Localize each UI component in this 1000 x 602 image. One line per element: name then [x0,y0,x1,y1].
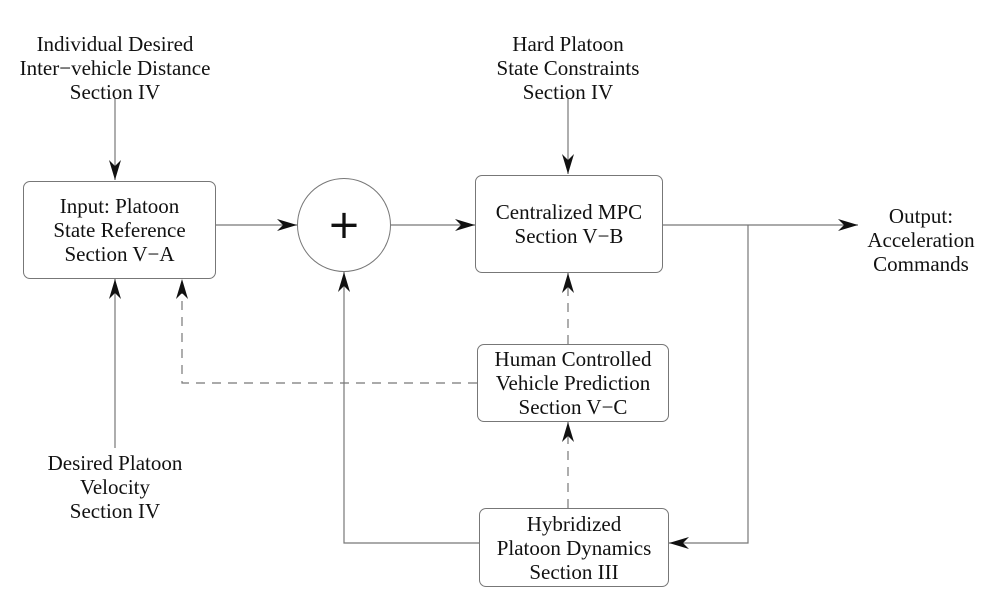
mpc-block: Centralized MPC Section V−B [475,175,663,273]
prediction-block: Human Controlled Vehicle Prediction Sect… [477,344,669,422]
summing-junction: + [297,178,391,272]
output-label: Output: Acceleration Commands [867,204,975,276]
edge-dynamics-to-sum [338,272,479,544]
edge-mpc-to-dynamics [669,225,749,549]
plus-icon: + [327,202,361,248]
distance-input-label: Individual Desired Inter−vehicle Distanc… [19,32,211,104]
edge-prediction-to-reference [176,279,477,384]
constraints-input-label: Hard Platoon State Constraints Section I… [496,32,640,104]
reference-block: Input: Platoon State Reference Section V… [23,181,216,279]
velocity-input-label: Desired Platoon Velocity Section IV [47,451,183,523]
dynamics-block: Hybridized Platoon Dynamics Section III [479,508,669,587]
